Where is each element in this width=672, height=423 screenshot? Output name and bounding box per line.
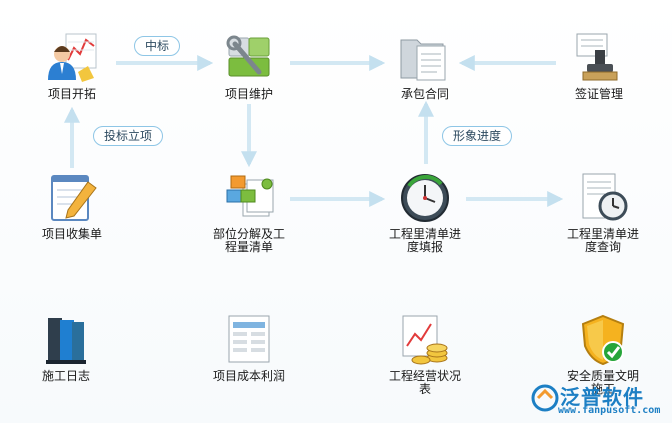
node-label: 项目成本利润 (212, 369, 285, 383)
folder-documents-icon (400, 39, 446, 81)
node-label: 工程里清单进 度查询 (566, 227, 639, 254)
chart-coins-icon (402, 315, 448, 365)
bid-approve-label: 投标立项 (93, 126, 164, 146)
node-diary[interactable]: 施工日志 (11, 312, 121, 383)
project-start-user-chart-icon (48, 33, 97, 82)
node-safety[interactable]: 安全质量文明 施工 (548, 312, 658, 396)
clock-arrow-icon (401, 174, 449, 222)
wrench-tools-icon (226, 35, 270, 77)
document-clock-icon (582, 173, 628, 221)
node-progress-report[interactable]: 工程里清单进 度填报 (370, 170, 480, 254)
node-label: 施工日志 (41, 369, 90, 383)
image-progress-label: 形象进度 (442, 126, 513, 146)
stamp-icon (576, 33, 618, 81)
node-contract[interactable]: 承包合同 (370, 30, 480, 101)
notepad-pencil-icon (51, 175, 97, 221)
node-status-report[interactable]: 工程经营状况 表 (370, 312, 480, 396)
node-label: 承包合同 (400, 87, 449, 101)
spreadsheet-icon (228, 315, 270, 363)
node-project-maintain[interactable]: 项目维护 (194, 30, 304, 101)
node-label: 工程里清单进 度填报 (388, 227, 461, 254)
node-label: 项目开拓 (47, 87, 96, 101)
boxes-documents-icon (226, 175, 274, 217)
node-label: 项目维护 (224, 87, 273, 101)
node-collect[interactable]: 项目收集单 (17, 170, 127, 241)
fanpu-logo: 泛普软件 www.fanpusoft.com (530, 381, 666, 419)
node-label: 安全质量文明 施工 (566, 369, 639, 396)
logo-brand: 泛普软件 (560, 385, 644, 409)
node-label: 工程经营状况 表 (388, 369, 461, 396)
node-label: 签证管理 (574, 87, 623, 101)
node-label: 部位分解及工 程量清单 (212, 227, 285, 254)
node-cost-profit[interactable]: 项目成本利润 (194, 312, 304, 383)
node-progress-query[interactable]: 工程里清单进 度查询 (548, 170, 658, 254)
node-decompose[interactable]: 部位分解及工 程量清单 (194, 170, 304, 254)
node-visa[interactable]: 签证管理 (544, 30, 654, 101)
fanpu-logo-icon (531, 384, 559, 412)
node-label: 项目收集单 (41, 227, 102, 241)
shield-check-icon (581, 314, 625, 366)
books-icon (46, 318, 86, 364)
bid-win-label: 中标 (134, 36, 181, 56)
logo-url: www.fanpusoft.com (558, 405, 661, 416)
node-project-start[interactable]: 项目开拓 (17, 30, 127, 101)
